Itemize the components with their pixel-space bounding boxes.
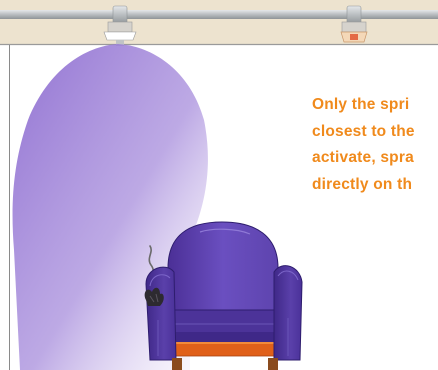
caption-line: activate, spra (312, 149, 414, 166)
ceiling (0, 0, 438, 44)
water-pipe (0, 10, 438, 19)
caption-line: closest to the (312, 122, 415, 140)
armchair-illustration (144, 221, 303, 370)
caption-line: directly on th (312, 175, 413, 193)
active-sprinkler-icon (103, 5, 137, 46)
caption-line: Only the spri (312, 96, 410, 113)
inactive-sprinkler-icon (340, 5, 368, 43)
sprinkler-caption: Only the spri closest to the activate, s… (312, 92, 415, 198)
